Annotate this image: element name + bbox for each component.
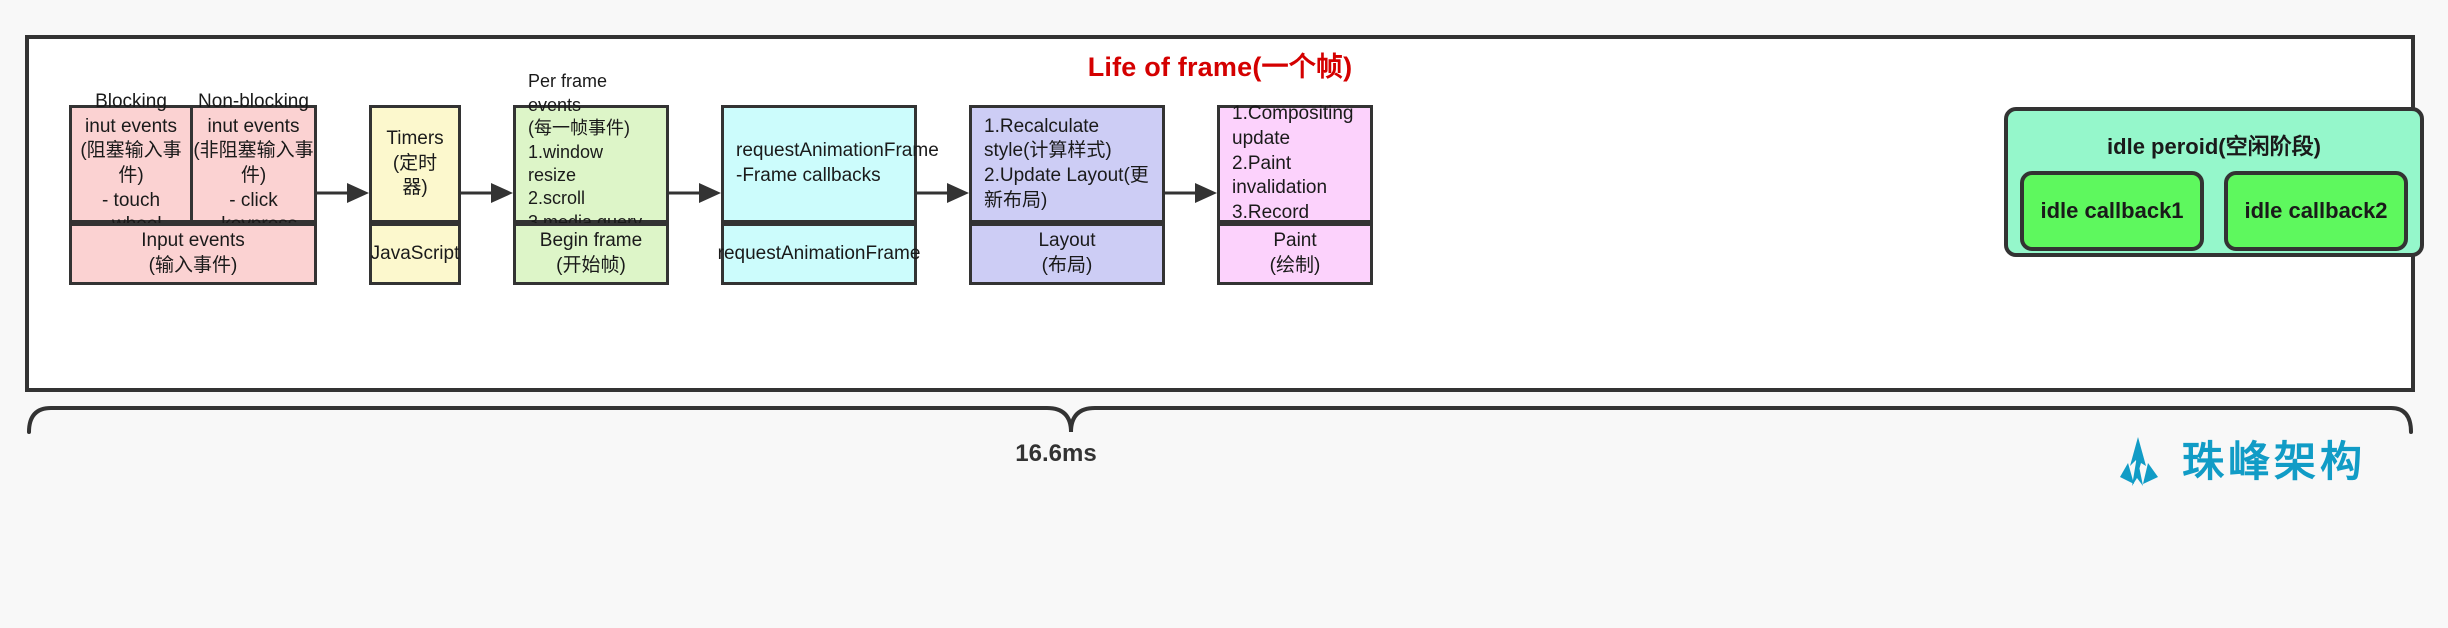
- raf-body: requestAnimationFrame -Frame callbacks: [721, 105, 939, 223]
- paint-footer: Paint (绘制): [1217, 223, 1373, 285]
- diagram-title: Life of frame(一个帧): [29, 45, 2411, 84]
- column-input-events: Blocking inut events (阻塞输入事件) - touch - …: [69, 91, 317, 285]
- idle-period-block: idle peroid(空闲阶段) idle callback1 idle ca…: [2004, 107, 2424, 257]
- idle-callbacks-row: idle callback1 idle callback2: [2020, 171, 2408, 251]
- paint-body: 1.Compositing update 2.Paint invalidatio…: [1217, 103, 1373, 223]
- diagram-title-text: Life of frame(一个帧): [1087, 52, 1353, 82]
- frame-container: Life of frame(一个帧) Blocking inut events …: [25, 35, 2424, 392]
- arrow-begin-frame-to-raf: [669, 105, 721, 345]
- column-timers: Timers (定时器) JavaScript: [369, 105, 461, 285]
- duration-brace: [27, 406, 2413, 434]
- blocking-input-events-cell: Blocking inut events (阻塞输入事件) - touch - …: [69, 91, 193, 235]
- frame-duration-label: 16.6ms: [0, 440, 2448, 468]
- column-paint: 1.Compositing update 2.Paint invalidatio…: [1217, 103, 1373, 285]
- layout-footer: Layout (布局): [969, 223, 1165, 285]
- column-request-animation-frame: requestAnimationFrame -Frame callbacks r…: [718, 105, 939, 285]
- input-events-footer: Input events (输入事件): [69, 223, 317, 285]
- timers-footer: JavaScript: [369, 223, 461, 285]
- column-layout: 1.Recalculate style(计算样式) 2.Update Layou…: [969, 105, 1165, 285]
- arrow-raf-to-layout: [917, 105, 969, 345]
- input-events-split: Blocking inut events (阻塞输入事件) - touch - …: [69, 91, 317, 235]
- mountain-icon: [2120, 437, 2158, 486]
- arrow-input-to-timers: [317, 105, 369, 345]
- layout-body: 1.Recalculate style(计算样式) 2.Update Layou…: [969, 105, 1165, 223]
- idle-period-title: idle peroid(空闲阶段): [2107, 134, 2321, 159]
- frame-duration-value: 16.6ms: [1015, 440, 1097, 467]
- column-begin-frame: Per frame events (每一帧事件) 1.window resize…: [513, 71, 669, 285]
- raf-footer: requestAnimationFrame: [718, 223, 920, 285]
- begin-frame-footer: Begin frame (开始帧): [513, 223, 669, 285]
- per-frame-events-body: Per frame events (每一帧事件) 1.window resize…: [513, 71, 669, 255]
- arrow-timers-to-begin-frame: [461, 105, 513, 345]
- arrow-layout-to-paint: [1165, 105, 1217, 345]
- brand-name: 珠峰架构: [2182, 437, 2367, 486]
- brand-logo: 珠峰架构: [2110, 436, 2366, 488]
- pipeline-row: Blocking inut events (阻塞输入事件) - touch - …: [69, 71, 1373, 345]
- idle-callback-1: idle callback1: [2020, 171, 2204, 251]
- non-blocking-input-events-cell: Non-blocking inut events (非阻塞输入事件) - cli…: [193, 91, 317, 235]
- timers-body: Timers (定时器): [369, 105, 461, 223]
- idle-callback-2: idle callback2: [2224, 171, 2408, 251]
